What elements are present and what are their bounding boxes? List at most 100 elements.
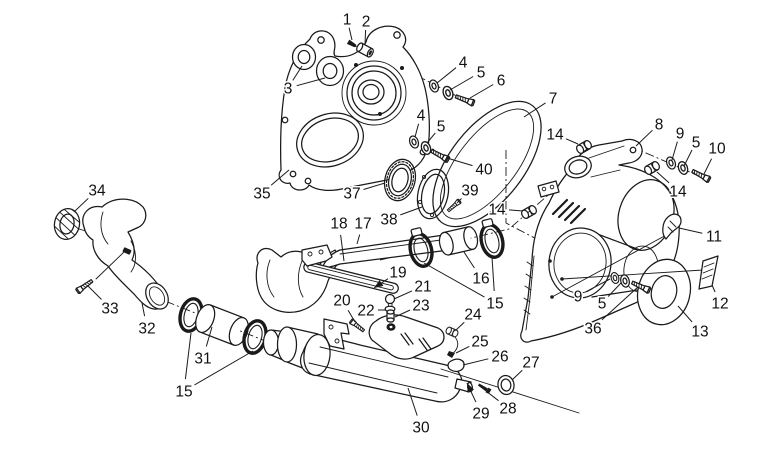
leader-line-15 [423,262,485,298]
part-hose-16 [438,226,479,256]
leader-line-33 [87,285,102,300]
leader-line-36 [601,286,639,321]
leader-line-27 [511,369,523,381]
leader-arrowhead-19 [374,280,384,288]
leader-line-23 [394,309,411,318]
part-drive-belt-7 [432,100,542,228]
callout-4: 4 [417,108,426,125]
hardware-washers-bolt-4-5-6 [427,78,476,108]
callout-15: 15 [486,296,503,313]
callout-5: 5 [477,65,486,82]
callout-22: 22 [357,303,374,320]
part-bushing-2 [356,42,374,58]
part-muffler-30 [262,326,580,414]
leader-line-5 [683,149,693,167]
callout-20: 20 [333,293,351,310]
leader-line-28 [485,390,499,402]
callout-30: 30 [412,420,430,437]
callout-12: 12 [711,296,728,313]
callout-36: 36 [584,321,601,338]
leader-line-5 [426,132,436,144]
callout-40: 40 [475,162,493,179]
callout-24: 24 [464,307,482,324]
part-clamp-15-upper-left [405,227,437,271]
leader-line-14 [656,171,670,184]
callout-29: 29 [472,406,489,423]
leader-line-32 [141,302,146,317]
part-clip-25 [447,351,455,358]
callout-28: 28 [499,401,516,418]
callout-14: 14 [669,184,687,201]
leader-line-40 [446,157,473,167]
part-clamp-15-upper-right [476,218,508,262]
callout-17: 17 [354,216,371,233]
callout-9: 9 [574,289,583,306]
part-gasket-27 [497,374,515,396]
callout-13: 13 [691,324,708,341]
leader-line-11 [678,227,703,234]
leader-line-2 [364,29,367,46]
leader-line-21 [393,290,413,300]
leader-line-8 [635,129,653,147]
callout-5: 5 [692,135,701,152]
callout-19: 19 [389,265,406,282]
leader-line-15 [194,350,254,386]
leader-line-3 [296,77,326,87]
callout-11: 11 [706,229,722,246]
callout-34: 34 [88,183,106,200]
callout-31: 31 [194,351,211,368]
leader-line-4 [414,123,420,138]
leader-line-30 [407,387,418,416]
leader-line-31 [205,326,213,347]
part-seal-37 [383,158,417,202]
leader-line-6 [469,84,494,99]
callout-25: 25 [471,334,488,351]
part-intake-duct-32 [82,198,169,310]
callout-5: 5 [598,296,607,313]
leader-line-9 [585,278,611,293]
part-pin-1 [346,39,357,48]
leader-line-7 [523,102,546,118]
part-shield-strip-18 [303,261,399,294]
leader-line-24 [455,321,465,331]
part-hook-26 [447,358,465,372]
leader-line-1 [348,27,353,41]
callout-21: 21 [414,279,431,296]
leader-arrowhead-29 [467,383,474,393]
leader-line-4 [436,67,457,84]
part-hose-31 [195,304,249,346]
leader-line-9 [671,141,678,161]
leader-line-3 [292,65,303,81]
leader-line-13 [677,305,693,323]
leader-line-5 [449,76,474,91]
leader-line-39 [456,198,462,204]
callout-18: 18 [330,216,347,233]
leader-line-12 [711,284,716,293]
part-spacer-24 [444,325,460,356]
callout-14: 14 [488,202,506,219]
leader-line-26 [462,358,489,366]
leader-line-20 [347,310,356,323]
leader-line-34 [74,197,89,212]
part-screen-34 [51,206,90,242]
part-clip-12 [561,255,719,290]
callout-32: 32 [138,321,155,338]
callout-15: 15 [175,384,192,401]
callout-26: 26 [491,349,508,366]
callout-14: 14 [546,127,564,144]
callout-7: 7 [549,91,558,108]
leader-line-15 [184,332,192,380]
leader-line-14 [508,209,524,212]
callout-33: 33 [101,301,118,318]
callout-10: 10 [708,141,726,158]
part-pipe-bracket [301,244,333,267]
leader-line-15 [491,256,495,292]
leader-line-16 [463,251,475,269]
callout-27: 27 [522,355,539,372]
callout-35: 35 [253,186,270,203]
leader-line-38 [400,206,423,216]
callout-3: 3 [284,81,293,98]
leader-line-14 [565,138,579,145]
